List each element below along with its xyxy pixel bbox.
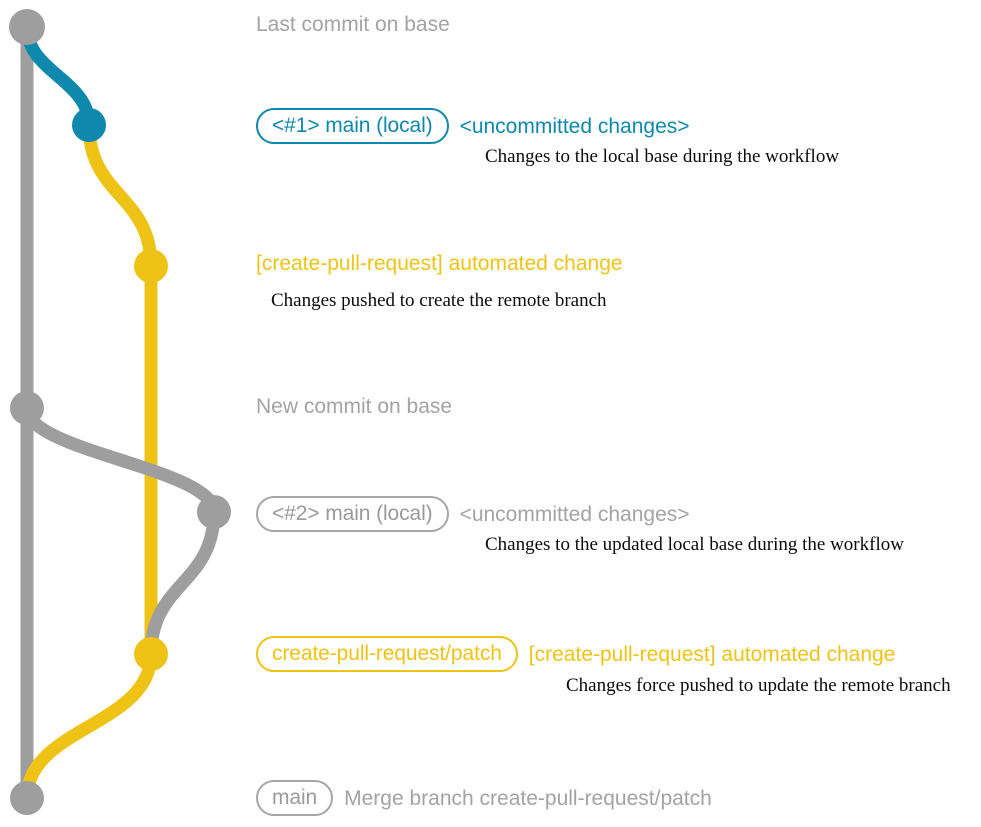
edge-local-2-from-base xyxy=(20,401,221,519)
commit-subject-remote-update: [create-pull-request] automated change xyxy=(528,642,896,666)
commit-row-remote-create: [create-pull-request] automated change xyxy=(256,253,623,274)
branch-badge-local-2[interactable]: <#2> main (local) xyxy=(256,496,449,532)
commit-description-local-2: Changes to the updated local base during… xyxy=(485,534,904,555)
commit-node-base-head[interactable] xyxy=(9,9,45,45)
commit-node-local-1[interactable] xyxy=(72,108,106,142)
edge-remote-create-from-local-1 xyxy=(82,118,158,273)
branch-badge-main[interactable]: main xyxy=(256,780,334,816)
commit-row-remote-update: create-pull-request/patch [create-pull-r… xyxy=(256,636,895,672)
edge-remote-update-from-local-2 xyxy=(144,505,221,661)
commit-description-remote-update: Changes force pushed to update the remot… xyxy=(566,675,951,696)
commit-node-base-new[interactable] xyxy=(10,391,44,425)
commit-node-local-2[interactable] xyxy=(197,495,231,529)
commit-node-remote-update[interactable] xyxy=(134,637,168,671)
commit-row-merge: main Merge branch create-pull-request/pa… xyxy=(256,780,712,816)
commit-node-merge[interactable] xyxy=(10,781,44,815)
commit-subject-merge: Merge branch create-pull-request/patch xyxy=(344,786,712,810)
commit-subject-remote-create: [create-pull-request] automated change xyxy=(256,252,623,275)
commit-node-remote-create[interactable] xyxy=(134,249,168,283)
commit-row-local-1: <#1> main (local) <uncommitted changes> xyxy=(256,108,690,144)
branch-badge-create-pull-request-patch[interactable]: create-pull-request/patch xyxy=(256,636,518,672)
branch-badge-local-1[interactable]: <#1> main (local) xyxy=(256,108,449,144)
commit-description-remote-create: Changes pushed to create the remote bran… xyxy=(271,290,607,311)
commit-subject-local-2: <uncommitted changes> xyxy=(459,502,690,526)
commit-description-local-1: Changes to the local base during the wor… xyxy=(485,146,840,167)
commit-subject-local-1: <uncommitted changes> xyxy=(459,114,690,138)
commit-row-local-2: <#2> main (local) <uncommitted changes> xyxy=(256,496,690,532)
commit-subject-last-commit-on-base: Last commit on base xyxy=(256,13,450,36)
edge-merge-from-remote xyxy=(20,647,158,805)
commit-subject-new-commit-on-base: New commit on base xyxy=(256,395,453,418)
